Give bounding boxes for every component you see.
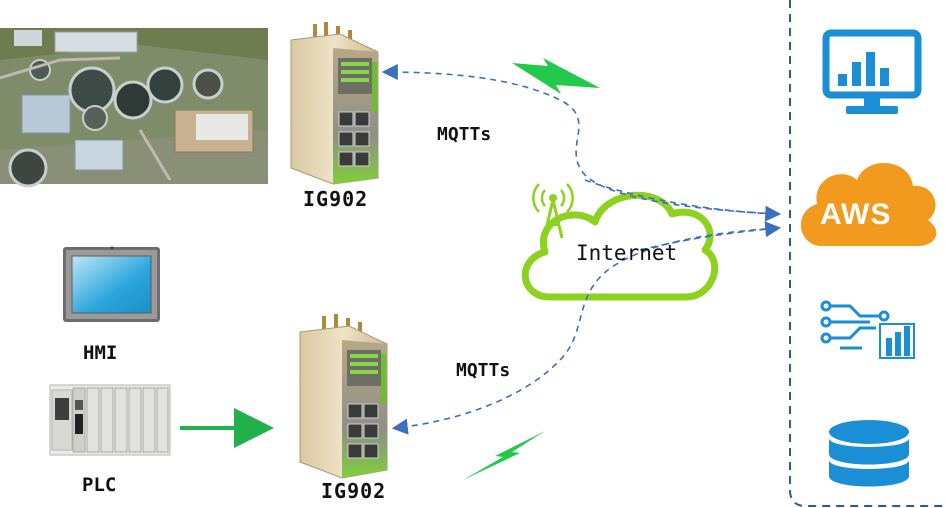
database-icon <box>829 420 909 487</box>
cloud-services-container <box>789 0 946 507</box>
link-cloud-to-bottom-services <box>639 221 782 251</box>
link-cloud-to-top-services <box>584 179 782 222</box>
internet-label: Internet <box>576 241 678 265</box>
link-top-gateway-to-cloud <box>381 64 779 215</box>
link-bottom-gateway-to-cloud <box>391 227 779 435</box>
plc-label: PLC <box>82 474 117 496</box>
gateway-device-top <box>290 22 379 185</box>
protocol-label-top: MQTTs <box>437 124 492 145</box>
water-treatment-plant-aerial-photo <box>0 28 268 188</box>
aws-label: AWS <box>820 198 892 231</box>
wireless-signal-icon-top <box>512 58 600 94</box>
antenna-tower-icon <box>532 183 574 239</box>
gateway-device-bottom <box>299 314 388 479</box>
wireless-signal-icon-bottom <box>463 431 545 480</box>
plc-rack-icon <box>49 384 171 456</box>
dashboard-monitor-icon <box>822 29 922 114</box>
data-analytics-icon <box>820 300 915 359</box>
hmi-panel-icon <box>63 246 160 322</box>
aws-cloud-icon <box>800 162 937 246</box>
hmi-label: HMI <box>83 342 118 364</box>
protocol-label-bottom: MQTTs <box>456 360 511 381</box>
gateway-label-top: IG902 <box>303 187 369 211</box>
gateway-label-bottom: IG902 <box>321 479 387 503</box>
